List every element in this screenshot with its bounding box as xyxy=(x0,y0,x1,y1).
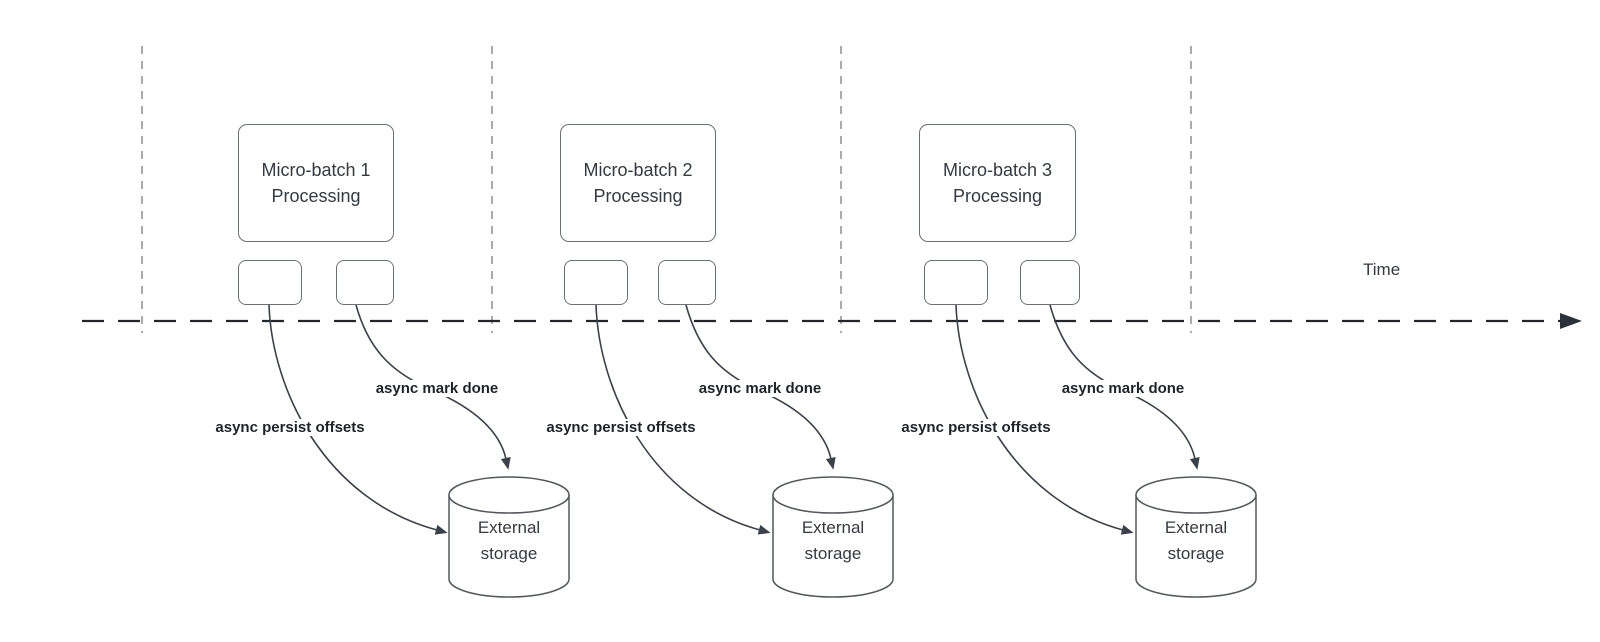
time-label: Time xyxy=(1363,260,1401,279)
persist-offsets-label-3: async persist offsets xyxy=(898,419,1054,436)
external-storage-cylinder-2 xyxy=(772,476,894,598)
storage-label-2-line1: External xyxy=(801,518,865,537)
storage-label-1: External storage xyxy=(449,515,569,567)
offset-box-1-right xyxy=(336,260,394,305)
storage-label-1-line1: External xyxy=(477,518,541,537)
processing-box-3-line2: Processing xyxy=(952,186,1043,206)
offset-box-2-left xyxy=(564,260,628,305)
offset-box-2-right xyxy=(658,260,716,305)
processing-box-2-line2: Processing xyxy=(593,186,683,206)
processing-box-2-line1: Micro-batch 2 xyxy=(583,160,693,180)
processing-box-3-line1: Micro-batch 3 xyxy=(942,160,1053,180)
persist-offsets-arrow-1 xyxy=(268,304,448,535)
processing-box-3: Micro-batch 3 Processing xyxy=(919,124,1076,242)
mark-done-label-1: async mark done xyxy=(372,380,502,397)
time-axis-arrowhead-icon xyxy=(1560,313,1582,329)
persist-offsets-arrow-3 xyxy=(955,304,1134,535)
external-storage-cylinder-3 xyxy=(1135,476,1257,598)
mark-done-label-2: async mark done xyxy=(695,380,825,397)
processing-box-1-line1: Micro-batch 1 xyxy=(261,160,371,180)
storage-label-3-line2: storage xyxy=(1167,544,1225,563)
offset-box-3-right xyxy=(1020,260,1080,305)
persist-offsets-label-1: async persist offsets xyxy=(212,419,368,436)
storage-label-2-line2: storage xyxy=(804,544,862,563)
offset-box-3-left xyxy=(924,260,988,305)
offset-box-1-left xyxy=(238,260,302,305)
processing-box-2: Micro-batch 2 Processing xyxy=(560,124,716,242)
mark-done-label-3: async mark done xyxy=(1058,380,1188,397)
processing-box-1: Micro-batch 1 Processing xyxy=(238,124,394,242)
storage-label-3: External storage xyxy=(1136,515,1256,567)
storage-label-3-line1: External xyxy=(1164,518,1228,537)
persist-offsets-arrow-2 xyxy=(595,304,771,535)
persist-offsets-label-2: async persist offsets xyxy=(543,419,699,436)
external-storage-cylinder-1 xyxy=(448,476,570,598)
storage-label-1-line2: storage xyxy=(480,544,538,563)
processing-box-1-line2: Processing xyxy=(271,186,361,206)
storage-label-2: External storage xyxy=(773,515,893,567)
